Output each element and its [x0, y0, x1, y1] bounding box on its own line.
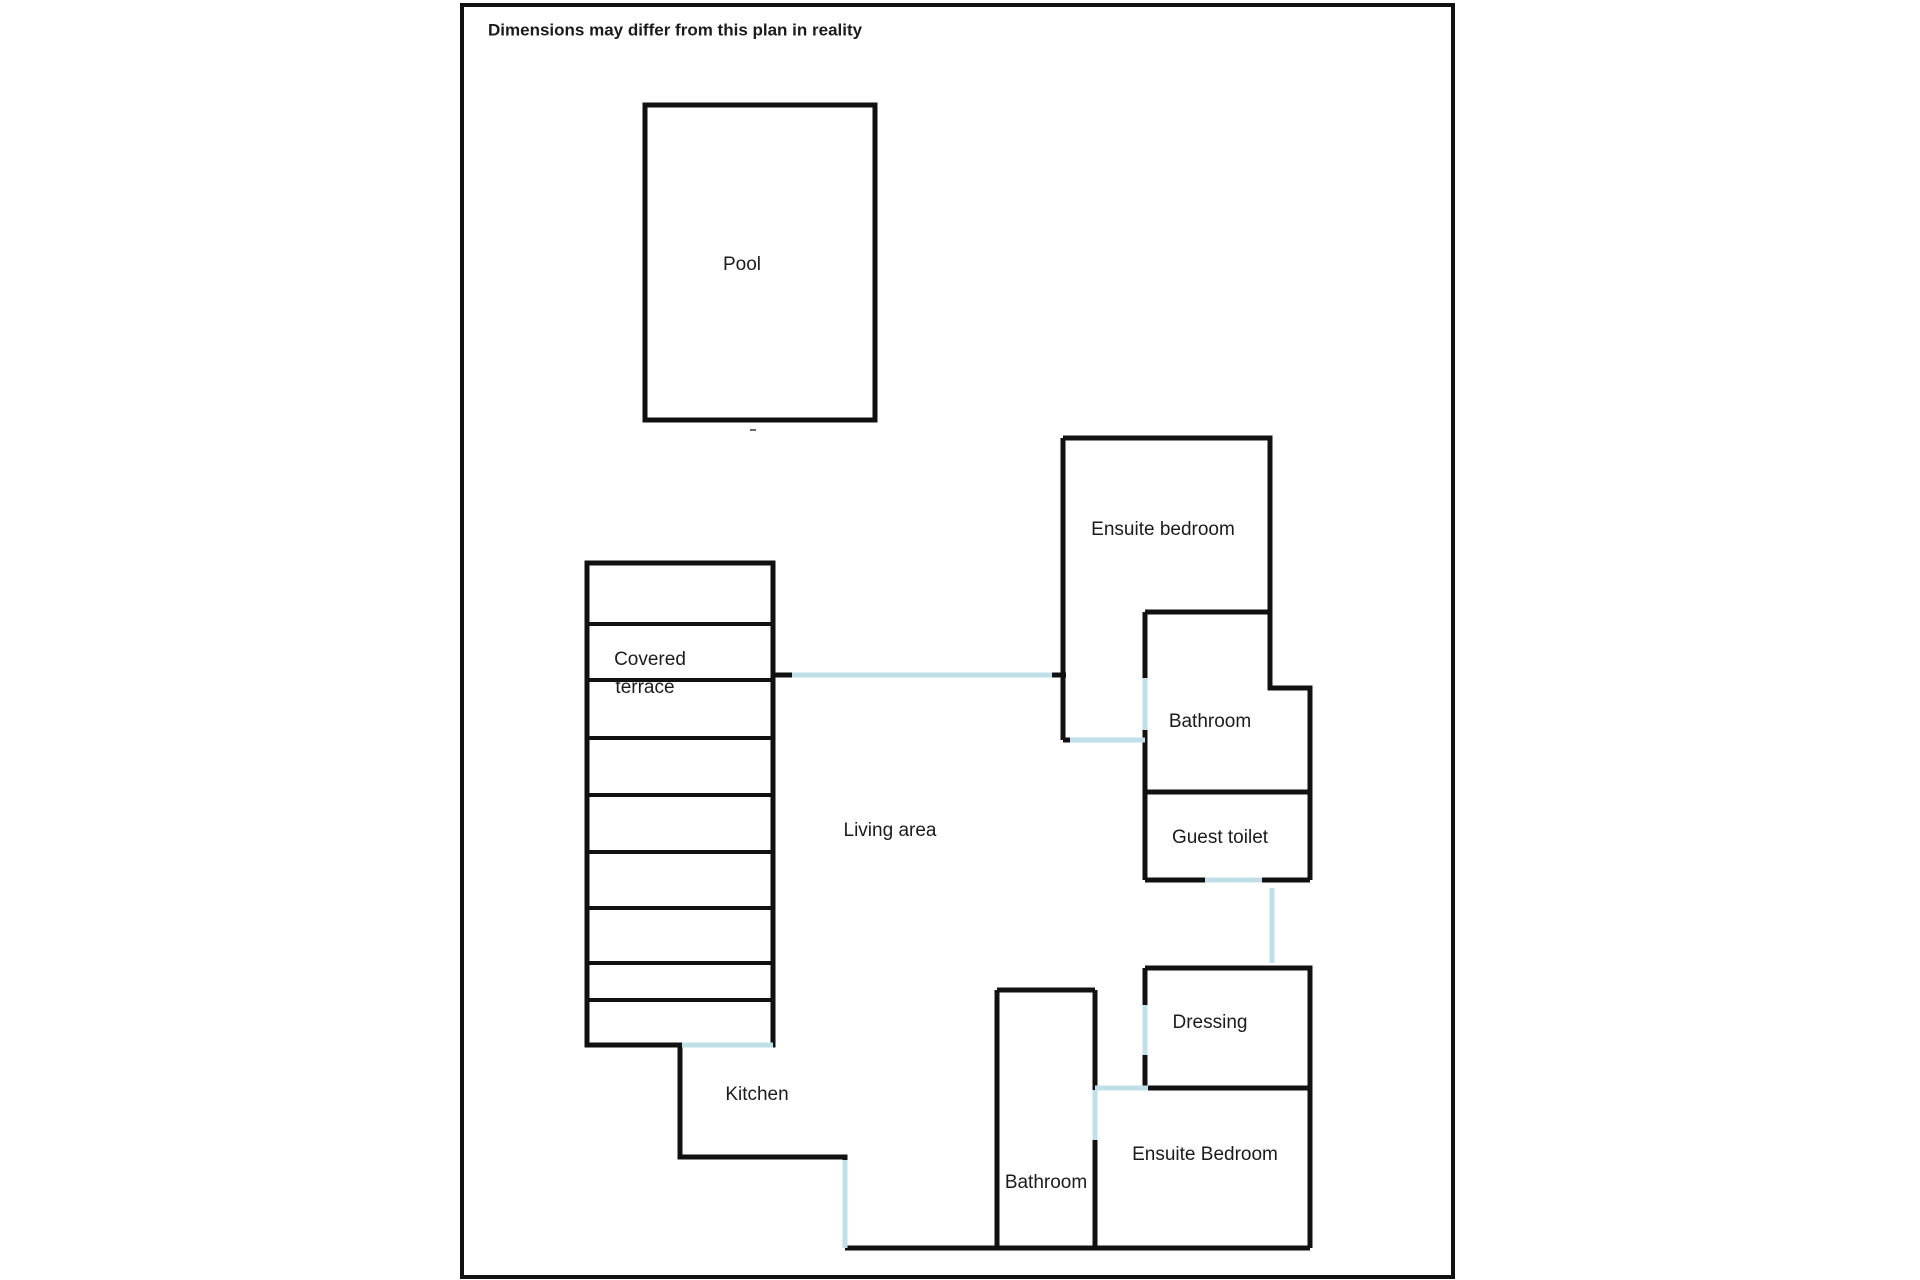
room-kitchen[interactable]: Kitchen	[677, 1045, 848, 1160]
dimensions-note: Dimensions may differ from this plan in …	[488, 20, 863, 39]
room-bathroom-bottom[interactable]: Bathroom	[845, 987, 1098, 1251]
pool-label: Pool	[723, 254, 761, 275]
room-ensuite-bedroom-bottom[interactable]: Ensuite Bedroom	[1092, 1088, 1313, 1251]
pool-outline	[642, 102, 878, 423]
ensuite-bedroom-bottom-label: Ensuite Bedroom	[1132, 1144, 1278, 1165]
dressing-walls	[1142, 965, 1313, 1091]
wall-stubs-layer	[587, 609, 1313, 1094]
bathroom-bottom-walls	[845, 987, 1098, 1251]
guest-toilet-label: Guest toilet	[1172, 827, 1269, 848]
covered-terrace-label-line1: Covered	[614, 649, 686, 670]
bathroom-top-walls	[1142, 609, 1313, 795]
room-bathroom-top[interactable]: Bathroom	[1142, 609, 1313, 795]
guest-toilet-walls	[1142, 792, 1313, 883]
bathroom-top-label: Bathroom	[1169, 711, 1251, 732]
covered-terrace-label-line2: terrace	[615, 677, 674, 698]
covered-terrace-outline	[584, 560, 776, 1048]
dressing-label: Dressing	[1173, 1012, 1248, 1033]
room-covered-terrace[interactable]: Covered terrace	[584, 560, 776, 1048]
room-living-area[interactable]: Living area	[844, 820, 937, 841]
ensuite-bedroom-bottom-walls	[1092, 1088, 1313, 1251]
ensuite-bedroom-top-walls	[1060, 435, 1273, 740]
kitchen-walls	[677, 1045, 848, 1160]
living-area-label: Living area	[844, 820, 937, 841]
room-pool[interactable]: Pool	[642, 102, 878, 423]
room-guest-toilet[interactable]: Guest toilet	[1142, 792, 1313, 883]
ensuite-bedroom-top-label: Ensuite bedroom	[1091, 519, 1235, 540]
room-ensuite-bedroom-top[interactable]: Ensuite bedroom	[1060, 435, 1273, 740]
bathroom-bottom-label: Bathroom	[1005, 1172, 1087, 1193]
kitchen-label: Kitchen	[725, 1084, 788, 1105]
page-frame	[460, 3, 1455, 1279]
openings-layer	[680, 672, 1275, 1248]
room-dressing[interactable]: Dressing	[1142, 965, 1313, 1091]
